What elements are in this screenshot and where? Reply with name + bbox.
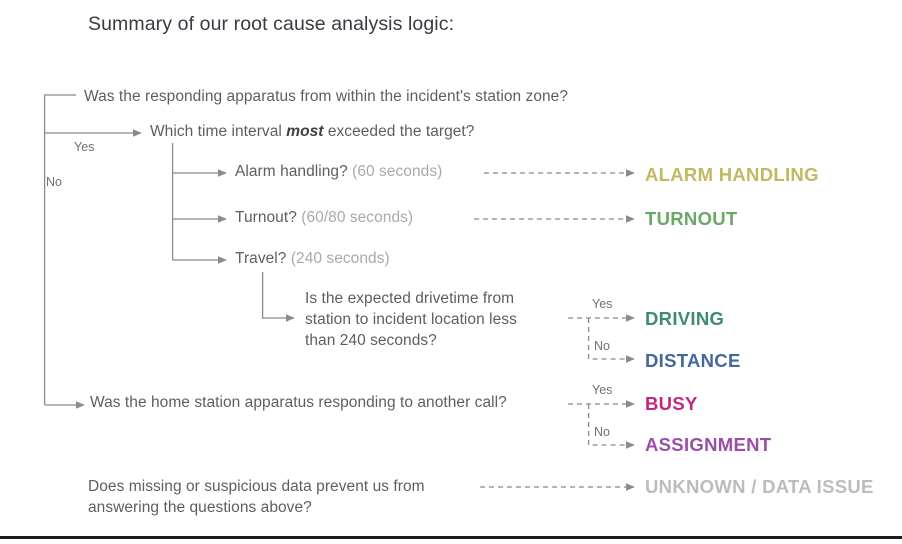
question-data-issue-line1: Does missing or suspicious data prevent …	[88, 478, 425, 495]
outcome-distance: DISTANCE	[645, 350, 741, 371]
branch-label-zone-no: No	[46, 175, 62, 189]
question-data-issue-line2: answering the questions above?	[88, 499, 312, 516]
question-time-interval-post: exceeded the target?	[323, 123, 475, 140]
question-another-call: Was the home station apparatus respondin…	[90, 394, 507, 411]
question-turnout-text: Turnout?	[235, 209, 297, 226]
branch-label-drivetime-yes: Yes	[592, 297, 613, 311]
branch-label-anothercall-yes: Yes	[592, 383, 613, 397]
branch-label-anothercall-no: No	[594, 425, 610, 439]
branch-label-drivetime-no: No	[594, 339, 610, 353]
question-alarm-handling-text: Alarm handling?	[235, 163, 348, 180]
footer-rule	[0, 536, 902, 539]
outcome-unknown-data-issue: UNKNOWN / DATA ISSUE	[645, 476, 874, 497]
outcome-driving: DRIVING	[645, 308, 725, 329]
question-time-interval-pre: Which time interval	[150, 123, 287, 140]
question-travel-note: (240 seconds)	[290, 250, 390, 267]
question-data-issue: Does missing or suspicious data prevent …	[88, 476, 478, 518]
question-time-interval-emphasis: most	[286, 123, 324, 140]
question-alarm-handling: Alarm handling? (60 seconds)	[235, 163, 442, 181]
wire-travel-to-drivetime	[261, 272, 295, 322]
question-time-interval: Which time interval most exceeded the ta…	[150, 123, 474, 141]
outcome-busy: BUSY	[645, 393, 698, 414]
question-drivetime-line1: Is the expected drivetime from	[305, 290, 515, 307]
question-drivetime: Is the expected drivetime from station t…	[305, 288, 567, 351]
page-title: Summary of our root cause analysis logic…	[88, 13, 455, 35]
branch-label-zone-yes: Yes	[74, 140, 95, 154]
outcome-turnout: TURNOUT	[645, 208, 738, 229]
question-turnout-note: (60/80 seconds)	[301, 209, 414, 226]
question-travel: Travel? (240 seconds)	[235, 250, 390, 268]
question-drivetime-line2: station to incident location less	[305, 311, 517, 328]
question-travel-text: Travel?	[235, 250, 287, 267]
outcome-assignment: ASSIGNMENT	[645, 434, 772, 455]
outcome-alarm-handling: ALARM HANDLING	[645, 164, 819, 185]
question-drivetime-line3: than 240 seconds?	[305, 332, 437, 349]
question-alarm-handling-note: (60 seconds)	[352, 163, 443, 180]
question-station-zone: Was the responding apparatus from within…	[84, 88, 569, 105]
question-turnout: Turnout? (60/80 seconds)	[235, 209, 413, 227]
